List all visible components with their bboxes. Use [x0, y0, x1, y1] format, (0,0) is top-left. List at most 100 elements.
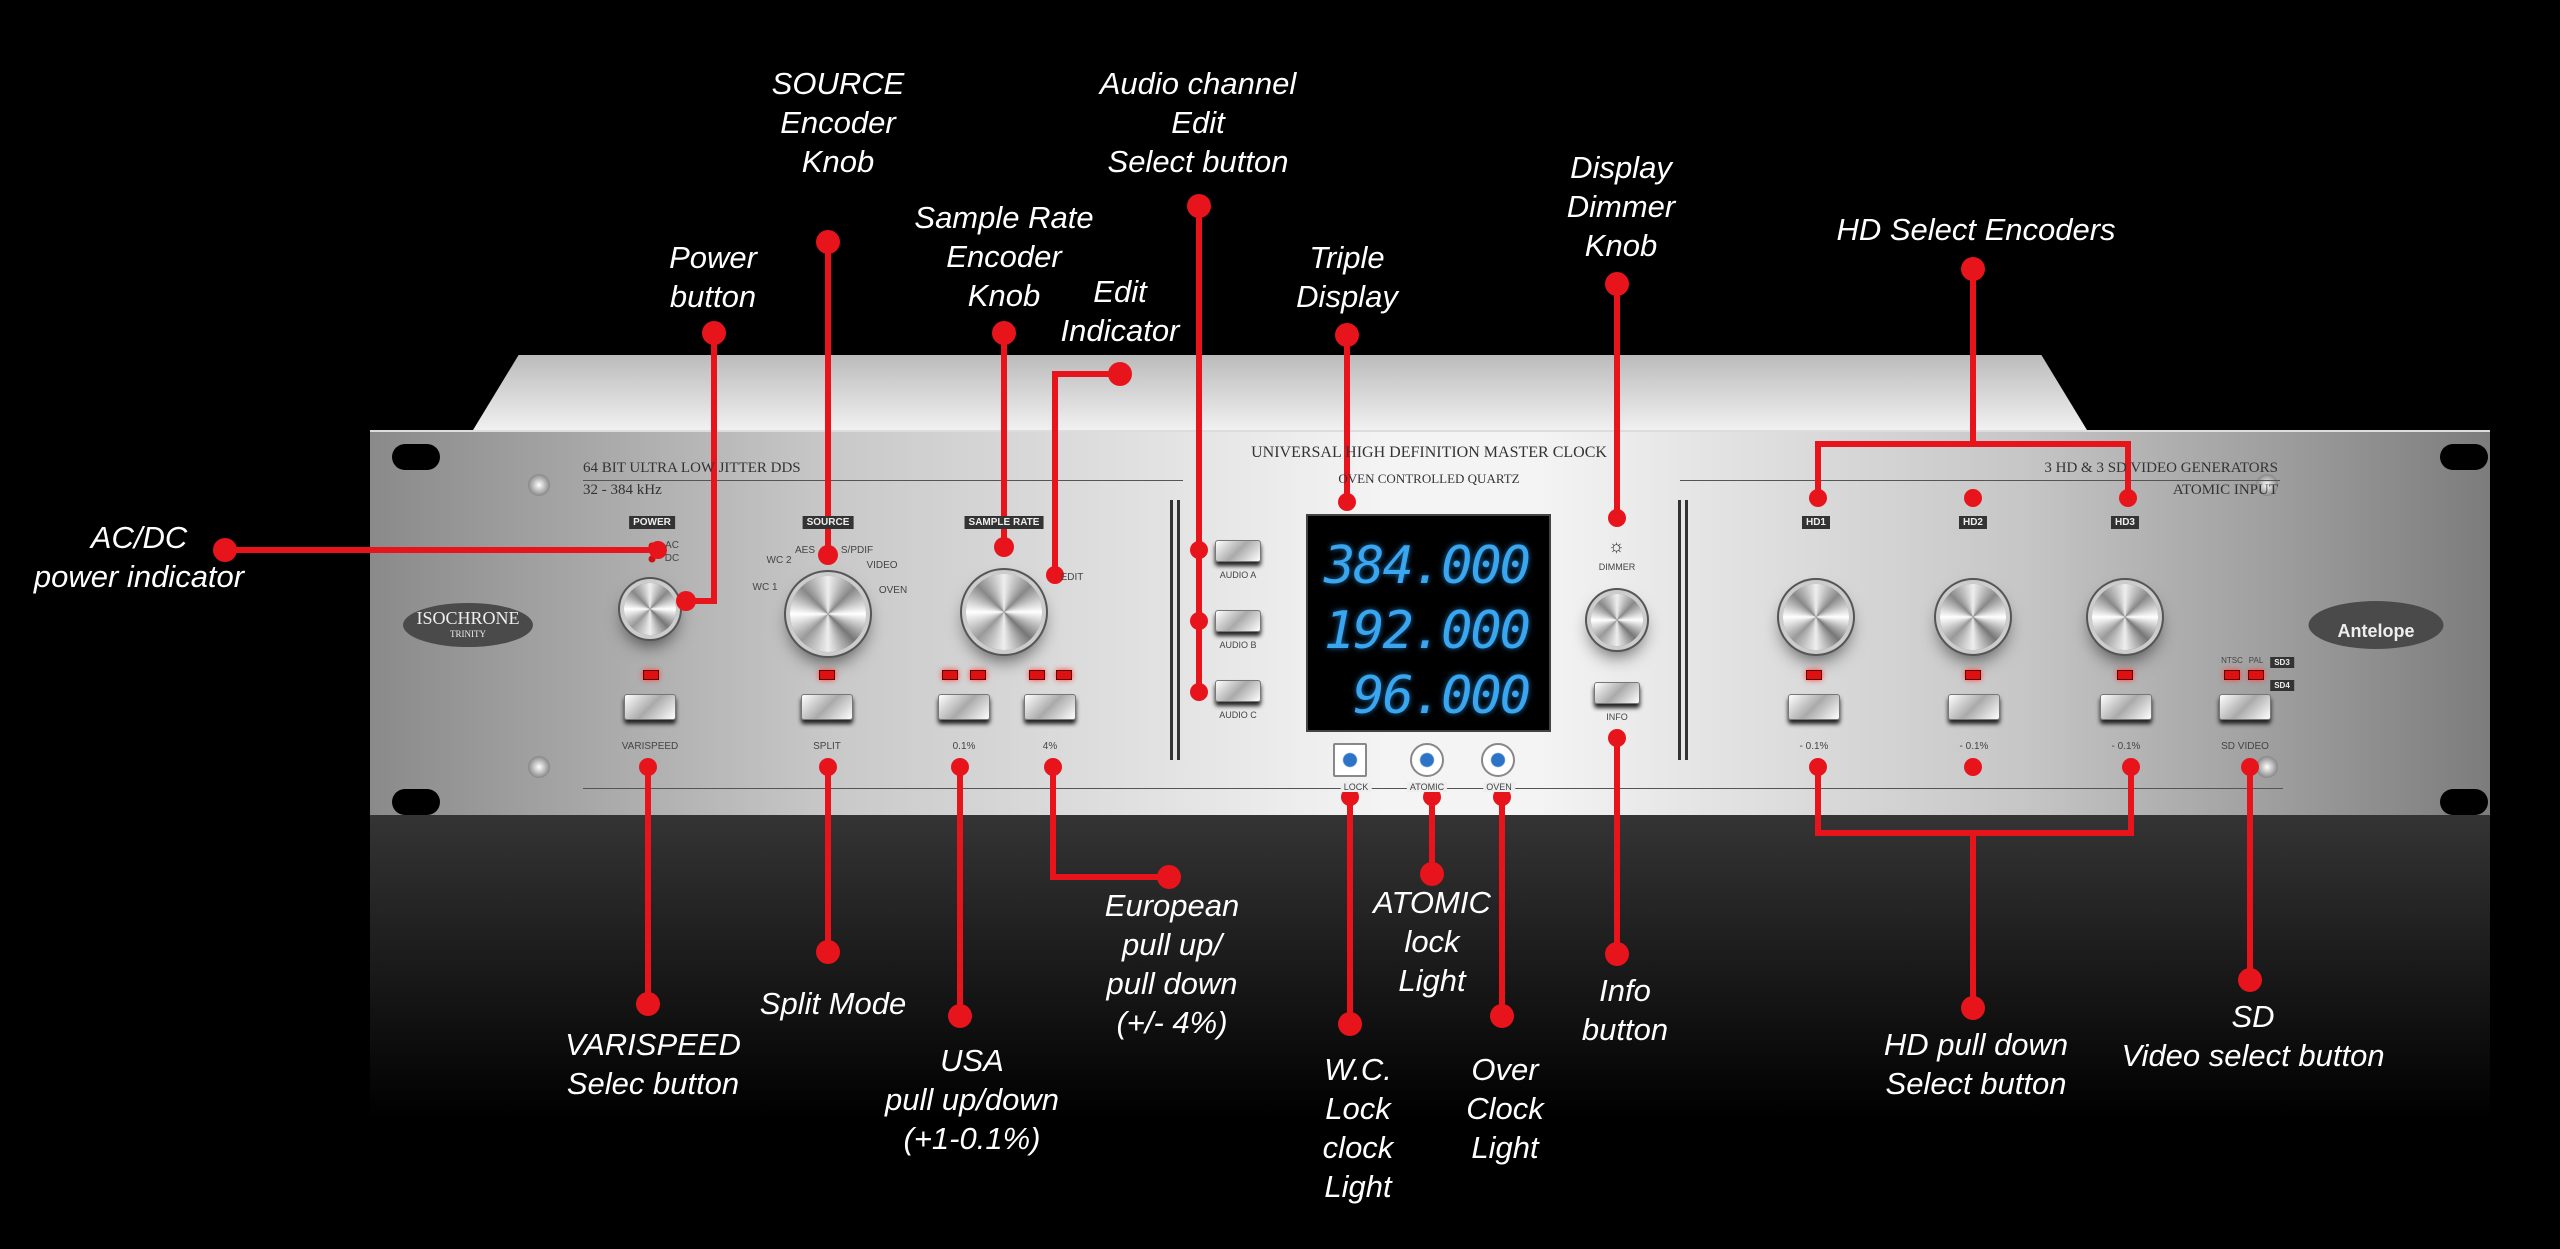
power-button[interactable] — [624, 583, 676, 635]
split-button[interactable] — [801, 694, 853, 720]
power-label: POWER — [629, 516, 675, 529]
display-line-3: 96.000 — [1353, 666, 1531, 726]
hd1-pulldown-label: - 0.1% — [1799, 741, 1829, 752]
callout-info: Info button — [1581, 973, 1669, 1047]
hd2-pulldown-label: - 0.1% — [1959, 741, 1989, 752]
euro-led — [1029, 670, 1045, 680]
hd3-label: HD3 — [2110, 516, 2140, 529]
euro-label: 4% — [1042, 741, 1058, 752]
callout-varispeed: VARISPEED Selec button — [565, 1027, 741, 1101]
rack-hole — [392, 789, 440, 815]
usa-label: 0.1% — [952, 741, 976, 752]
audio-b-label: AUDIO B — [1219, 640, 1257, 650]
hd2-encoder[interactable] — [1940, 584, 2006, 650]
callout-sample-rate-knob: Sample Rate Encoder Knob — [914, 200, 1094, 313]
callout-audio-select: Audio channel Edit Select button — [1099, 66, 1297, 179]
ntsc-label: NTSC — [2221, 656, 2243, 665]
split-led — [819, 670, 835, 680]
callout-split: Split Mode — [759, 986, 907, 1021]
hd2-pulldown-button[interactable] — [1948, 694, 2000, 720]
dimmer-knob[interactable] — [1591, 594, 1643, 646]
edit-label: EDIT — [1060, 572, 1084, 583]
hd1-led — [1806, 670, 1822, 680]
hd2-label: HD2 — [1958, 516, 1988, 529]
rail — [1170, 500, 1180, 760]
callout-acdc: AC/DC power indicator — [33, 520, 245, 594]
ac-label: AC — [665, 540, 679, 551]
varispeed-button[interactable] — [624, 694, 676, 720]
euro-pull-button[interactable] — [1024, 694, 1076, 720]
callout-dimmer-knob: Display Dimmer Knob — [1566, 150, 1676, 263]
source-pos-label: AES — [794, 545, 816, 556]
sd3-tag: SD3 — [2270, 657, 2294, 668]
audio-b-button[interactable] — [1215, 610, 1261, 632]
rack-hole — [2440, 444, 2488, 470]
hd3-pulldown-button[interactable] — [2100, 694, 2152, 720]
info-label: INFO — [1606, 712, 1628, 722]
dimmer-label: DIMMER — [1598, 562, 1636, 572]
audio-a-button[interactable] — [1215, 540, 1261, 562]
brand-left-sub: TRINITY — [450, 629, 486, 639]
right-title: 3 HD & 3 SD VIDEO GENERATORS — [2044, 460, 2278, 476]
ntsc-led — [2224, 670, 2240, 680]
center-subtitle: OVEN CONTROLLED QUARTZ — [1338, 471, 1520, 486]
left-subtitle: 32 - 384 kHz — [583, 482, 662, 498]
euro-led — [1056, 670, 1072, 680]
hd1-encoder[interactable] — [1783, 584, 1849, 650]
screw — [2256, 474, 2278, 496]
antelope-logo: Antelope — [2308, 601, 2444, 649]
rack-top — [470, 355, 2090, 435]
usa-led — [970, 670, 986, 680]
sd-video-button[interactable] — [2219, 694, 2271, 720]
callout-source-knob: SOURCE Encoder Knob — [771, 66, 905, 179]
rack-hole — [2440, 789, 2488, 815]
callout-hd-encoders: HD Select Encoders — [1836, 212, 2116, 247]
audio-a-label: AUDIO A — [1219, 570, 1257, 580]
source-encoder-knob[interactable] — [790, 576, 866, 652]
sample-rate-encoder-knob[interactable] — [966, 574, 1042, 650]
usa-pull-button[interactable] — [938, 694, 990, 720]
callout-wc-lock: W.C. Lock clock Light — [1322, 1052, 1394, 1204]
reflection — [370, 815, 2490, 1249]
callout-edit-indicator: Edit Indicator — [1060, 274, 1180, 348]
callout-line — [1815, 767, 2134, 836]
pal-label: PAL — [2248, 656, 2264, 665]
screw — [2256, 756, 2278, 778]
hd1-pulldown-button[interactable] — [1788, 694, 1840, 720]
sd-video-label: SD VIDEO — [2221, 741, 2269, 752]
varispeed-label: VARISPEED — [621, 741, 679, 752]
callout-line — [1052, 371, 1120, 575]
info-button[interactable] — [1594, 682, 1640, 704]
callout-hd-pulldown: HD pull down Select button — [1883, 1027, 2069, 1101]
dc-led — [648, 555, 656, 563]
usa-led — [942, 670, 958, 680]
audio-c-label: AUDIO C — [1219, 710, 1257, 720]
divider — [583, 480, 1183, 481]
source-pos-label: OVEN — [878, 585, 908, 596]
callout-sd-video: SD Video select button — [2121, 999, 2385, 1073]
center-title: UNIVERSAL HIGH DEFINITION MASTER CLOCK — [1251, 444, 1607, 461]
source-pos-label: WC 1 — [752, 582, 778, 593]
source-pos-label: S/PDIF — [840, 545, 874, 556]
callout-oven: Over Clock Light — [1466, 1052, 1544, 1165]
hd3-led — [2117, 670, 2133, 680]
rail — [1678, 500, 1688, 760]
callout-line — [1815, 441, 2131, 498]
dc-label: DC — [664, 553, 680, 564]
atomic-light-icon — [1410, 743, 1444, 777]
hd3-encoder[interactable] — [2092, 584, 2158, 650]
lock-light-icon — [1333, 743, 1367, 777]
lock-label: LOCK — [1340, 782, 1372, 792]
sample-rate-label: SAMPLE RATE — [964, 516, 1044, 529]
display-line-2: 192.000 — [1323, 601, 1531, 661]
oven-light-icon — [1481, 743, 1515, 777]
source-label: SOURCE — [802, 516, 854, 529]
callout-usa: USA pull up/down (+1-0.1%) — [884, 1043, 1060, 1156]
source-pos-label: WC 2 — [766, 555, 792, 566]
hd3-pulldown-label: - 0.1% — [2111, 741, 2141, 752]
atomic-label: ATOMIC — [1406, 782, 1448, 792]
oven-label: OVEN — [1483, 782, 1515, 792]
sd4-tag: SD4 — [2270, 680, 2294, 691]
audio-c-button[interactable] — [1215, 680, 1261, 702]
